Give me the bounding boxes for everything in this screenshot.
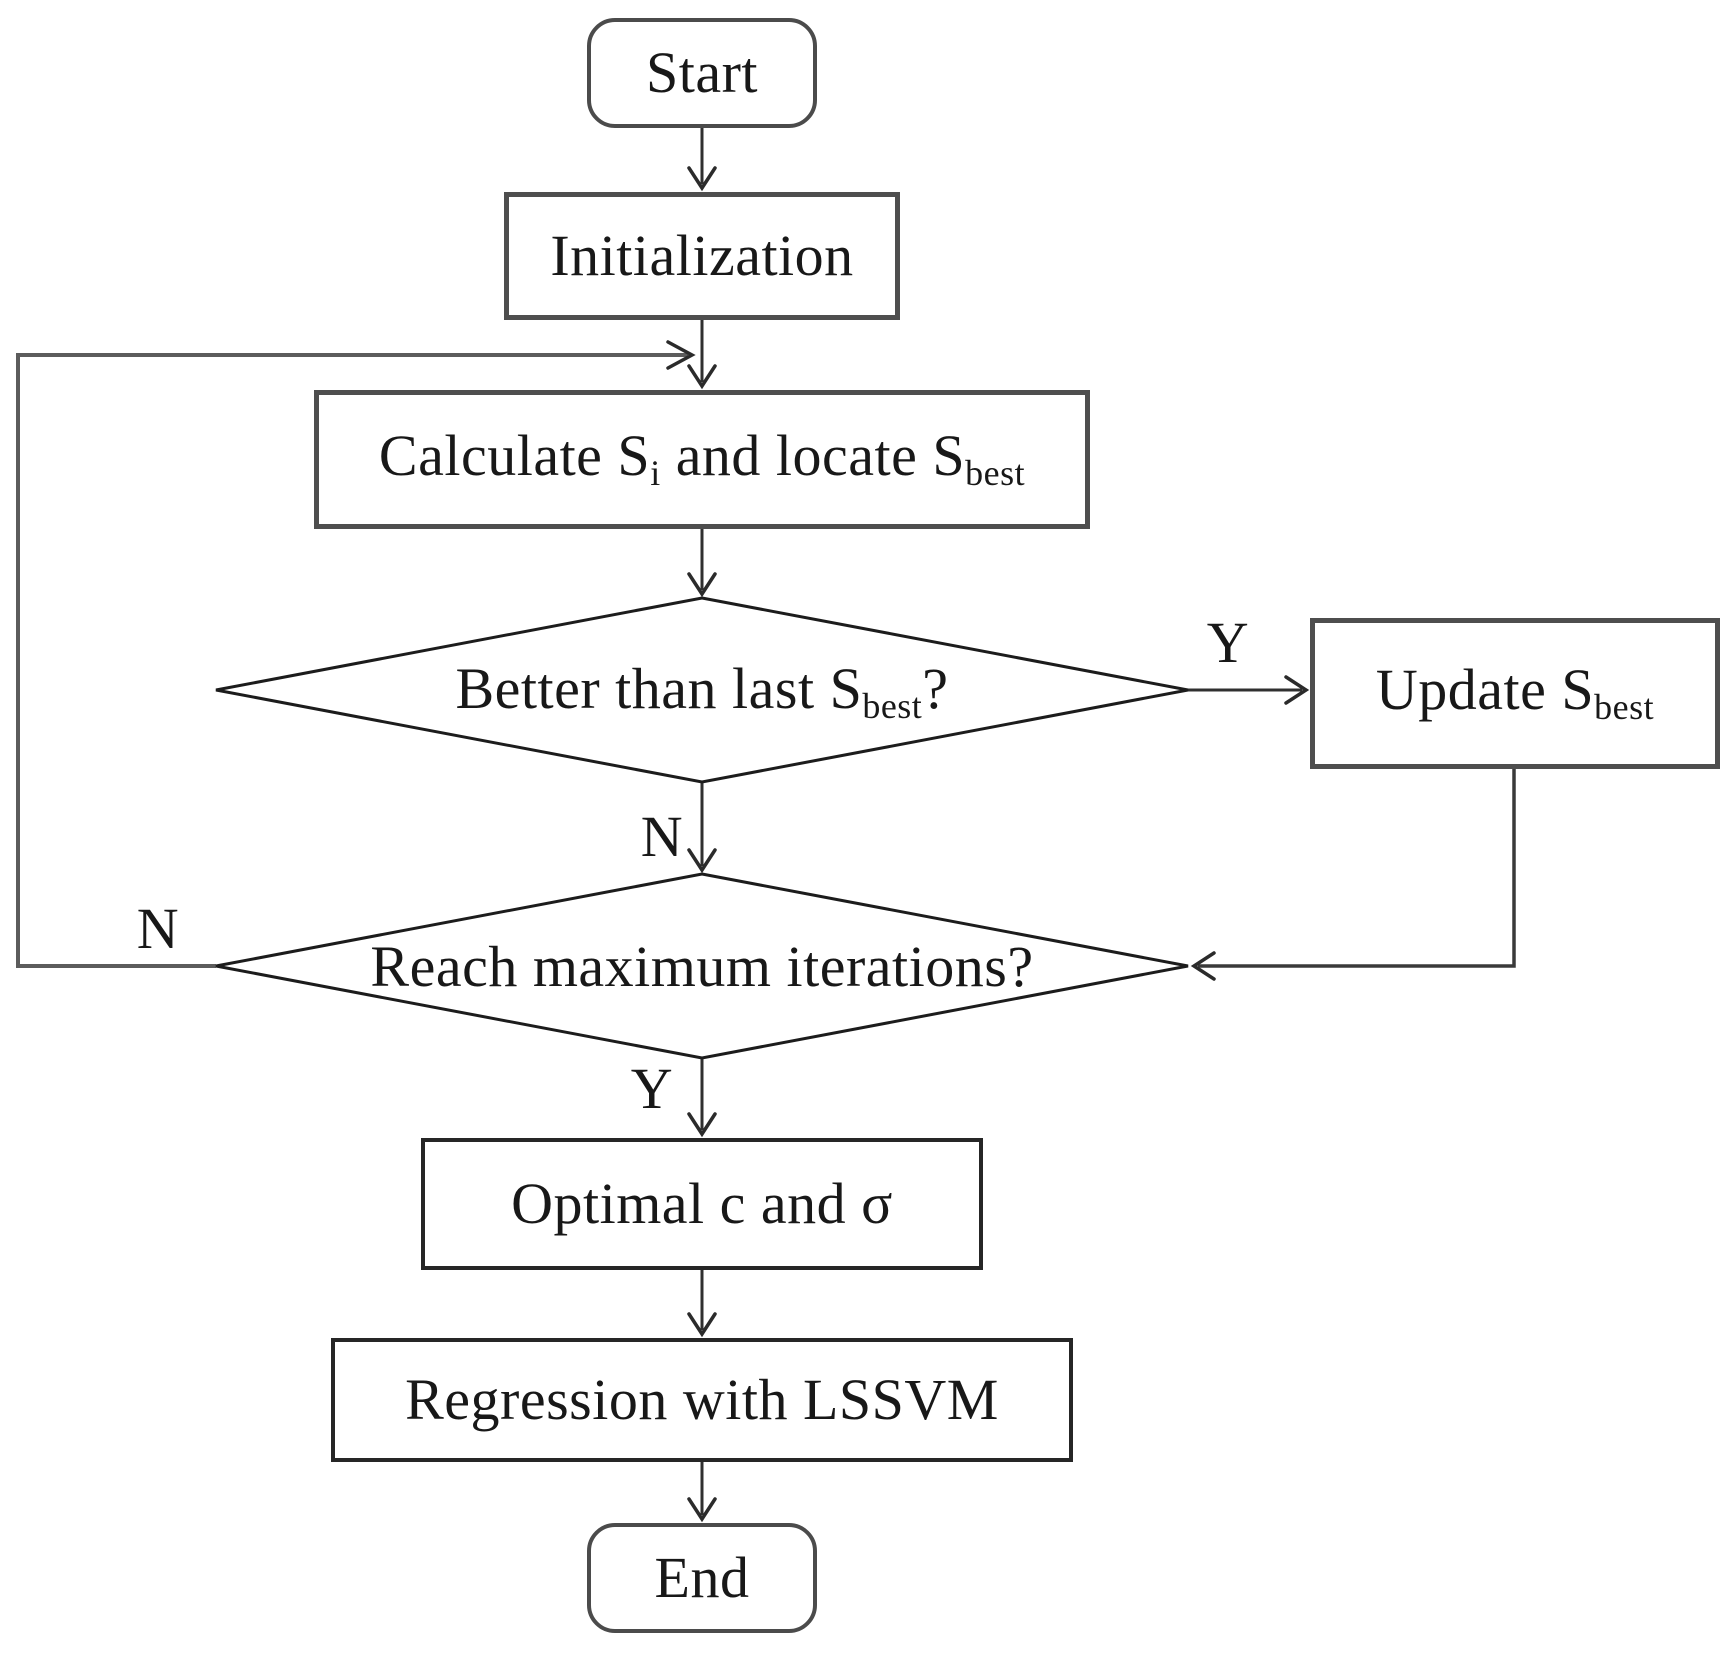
better-no-arrowhead [687,848,717,874]
edge-reach-no-loop [16,353,688,968]
update-reach-arrowhead [1190,951,1216,981]
label-better-yes: Y [1206,609,1250,675]
decision-better-than-last: Better than last Sbest? [322,634,1082,746]
node-end-label: End [654,1544,750,1610]
optimal-regression-arrowhead [687,1312,717,1338]
decision-reach-shape [215,872,1189,1060]
decision-better-label: Better than last Sbest? [455,655,949,727]
start-init-arrowhead [687,166,717,192]
node-initialization-label: Initialization [550,222,854,288]
node-update-sbest-label: Update Sbest [1375,657,1655,728]
label-better-no: N [640,803,684,869]
node-optimal-c-sigma: Optimal c and σ [421,1138,983,1270]
node-calculate: Calculate Si and locate Sbest [314,390,1090,529]
init-calc-arrowhead [687,364,717,390]
label-reach-yes: Y [630,1055,674,1121]
edge-update-reach [1198,769,1516,968]
node-calculate-label: Calculate Si and locate Sbest [378,423,1026,494]
node-optimal-label: Optimal c and σ [511,1170,893,1236]
node-initialization: Initialization [504,192,900,320]
node-start-label: Start [645,39,759,105]
loop-arrowhead [666,340,696,370]
node-end: End [587,1523,817,1633]
decision-better-shape [215,596,1189,784]
node-regression-label: Regression with LSSVM [405,1366,999,1432]
label-reach-no: N [136,895,180,961]
node-start: Start [587,18,817,128]
node-regression-lssvm: Regression with LSSVM [331,1338,1073,1462]
better-yes-arrowhead [1284,675,1310,705]
decision-reach-label: Reach maximum iterations? [370,933,1034,999]
reach-yes-arrowhead [687,1112,717,1138]
regression-end-arrowhead [687,1497,717,1523]
calc-better-arrowhead [687,572,717,598]
decision-reach-max-iterations: Reach maximum iterations? [302,910,1102,1022]
node-update-sbest: Update Sbest [1310,618,1720,769]
